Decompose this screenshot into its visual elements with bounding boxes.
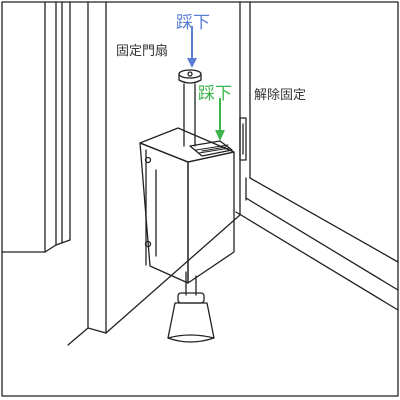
press-top-label: 踩下 (176, 13, 210, 33)
door-latch (239, 117, 247, 161)
right-wall-floor (235, 1, 399, 311)
fix-door-label: 固定門扇 (116, 43, 168, 59)
press-arrow-blue (187, 26, 197, 68)
stopper-housing (139, 127, 235, 284)
release-label: 解除固定 (254, 88, 306, 103)
press-arrow-green (215, 98, 225, 141)
press-pedal-label: 踩下 (198, 84, 232, 104)
door-leaf (67, 1, 241, 346)
rubber-foot (167, 271, 215, 343)
plunger-rod (178, 69, 202, 147)
left-door-jamb (1, 1, 71, 253)
release-pedal (189, 140, 233, 157)
